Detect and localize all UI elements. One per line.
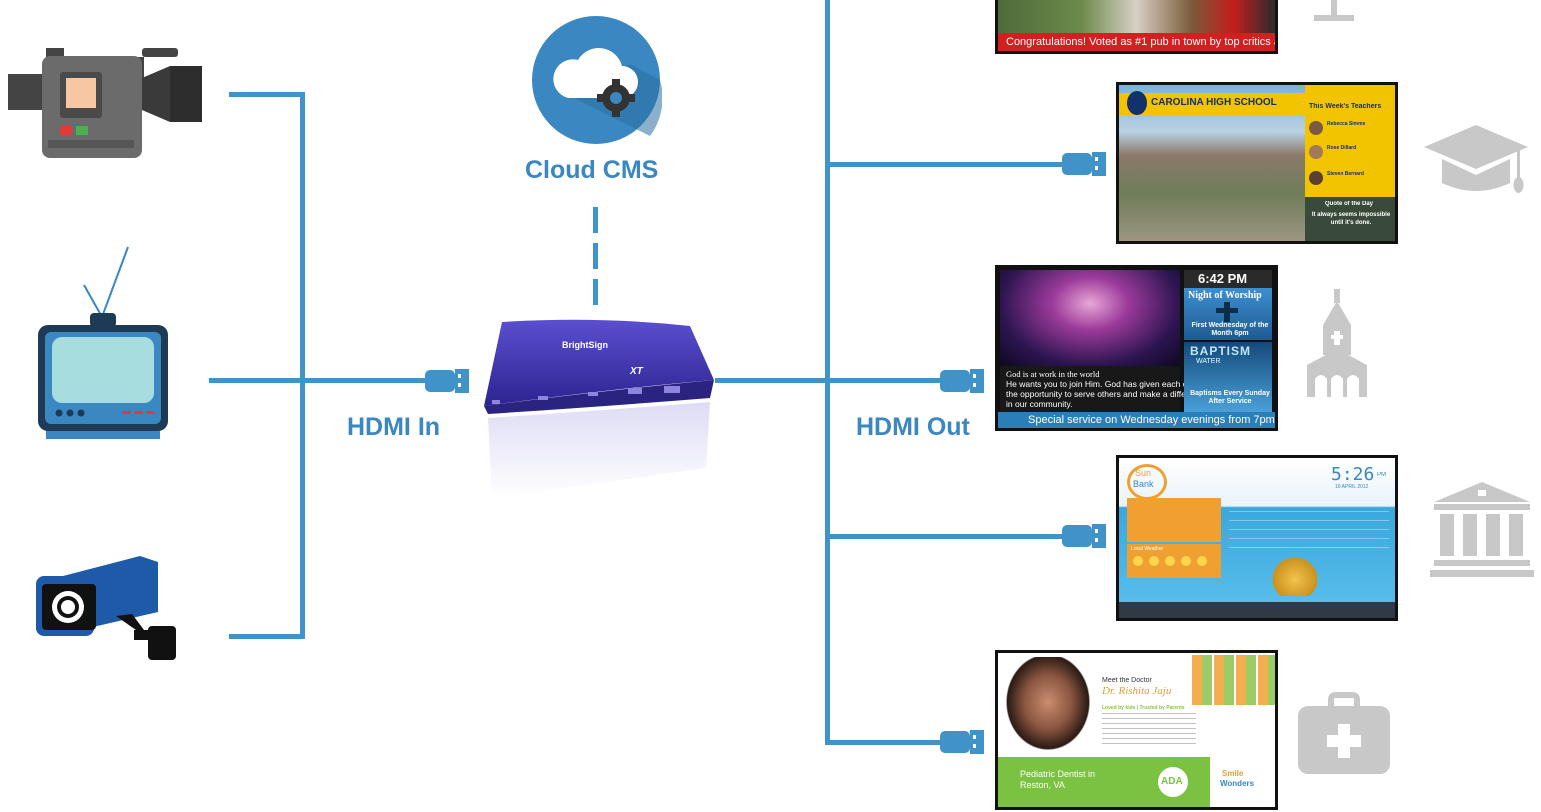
input-bus-vertical bbox=[300, 92, 305, 639]
bank-building-icon bbox=[1430, 482, 1534, 577]
pub-photo bbox=[998, 0, 1275, 33]
church-baptism-word: BAPTISM bbox=[1190, 344, 1251, 358]
teacher-avatar bbox=[1309, 145, 1323, 159]
church-clock: 6:42 PM bbox=[1198, 271, 1248, 286]
smile-logo-box bbox=[1210, 757, 1275, 807]
teacher-name: Steven Bernard bbox=[1327, 171, 1364, 177]
device-brand: BrightSign bbox=[562, 340, 608, 350]
church-photo bbox=[1000, 270, 1180, 366]
cloud-link-dash-1 bbox=[593, 207, 598, 233]
hdmi-in-label: HDMI In bbox=[347, 413, 441, 441]
doctor-photo bbox=[1000, 657, 1096, 757]
output-branch-bank bbox=[825, 534, 1068, 539]
bank-logo-bottom: Bank bbox=[1133, 479, 1154, 489]
doctor-name: Dr. Rishita Jaju bbox=[1102, 685, 1172, 697]
cloud-cms-label: Cloud CMS bbox=[525, 156, 659, 184]
doctor-caption: Reston, VA bbox=[1020, 780, 1065, 790]
bank-weather-label: Local Weather bbox=[1131, 546, 1164, 552]
church-cross-bar bbox=[1216, 308, 1238, 313]
church-event-date: First Wednesday of the Month 6pm bbox=[1191, 322, 1269, 337]
device-model: XT bbox=[630, 366, 643, 377]
smile-logo-top: Smile bbox=[1222, 769, 1244, 778]
cloud-link-dash-3 bbox=[593, 279, 598, 305]
brightsign-player: BrightSign XT bbox=[478, 318, 714, 508]
bank-clock: 5:26 bbox=[1331, 464, 1375, 485]
hdmi-connector-icon bbox=[1062, 524, 1106, 548]
bank-screen: Sun Bank 5:26 PM 16 APRIL 2012 Local Wea… bbox=[1116, 455, 1398, 621]
media-player-icon bbox=[484, 319, 714, 498]
graduation-cap-icon bbox=[1424, 125, 1528, 193]
weather-sun-icon bbox=[1197, 556, 1207, 566]
church-baptism-box bbox=[1184, 342, 1272, 412]
hdmi-connector-icon bbox=[940, 369, 984, 393]
doctor-hexagons bbox=[1192, 655, 1275, 705]
pub-ticker: Congratulations! Voted as #1 pub in town… bbox=[998, 33, 1275, 51]
smile-logo-bottom: Wonders bbox=[1220, 779, 1255, 788]
school-teachers-heading: This Week's Teachers bbox=[1309, 103, 1382, 110]
weather-sun-icon bbox=[1149, 556, 1159, 566]
bank-coins-icon bbox=[1269, 554, 1321, 596]
hdmi-connector-icon bbox=[940, 730, 984, 754]
school-header-bar bbox=[1119, 93, 1305, 115]
doctor-tagline: Loved by kids | Trusted by Parents bbox=[1102, 705, 1185, 711]
church-baptism-sub: WATER bbox=[1196, 358, 1221, 365]
security-camera-icon bbox=[36, 556, 176, 660]
video-camera-icon bbox=[8, 48, 202, 158]
school-title: CAROLINA HIGH SCHOOL bbox=[1151, 97, 1277, 108]
bank-logo-top: Sun bbox=[1135, 468, 1152, 478]
hdmi-out-label: HDMI Out bbox=[856, 413, 970, 441]
output-branch-school bbox=[825, 162, 1068, 167]
ada-badge-label: ADA bbox=[1161, 776, 1183, 787]
weather-sun-icon bbox=[1165, 556, 1175, 566]
bank-ticker bbox=[1119, 602, 1395, 618]
bank-clock-ampm: PM bbox=[1377, 472, 1386, 478]
bank-promo-box bbox=[1127, 498, 1221, 542]
output-branch-doctor bbox=[825, 740, 947, 745]
church-baptism-when: Baptisms Every Sunday After Service bbox=[1190, 390, 1270, 405]
church-verse-box bbox=[1000, 366, 1180, 412]
cloud-link-dash-2 bbox=[593, 243, 598, 269]
church-verse-line: in our community. bbox=[1006, 399, 1073, 409]
church-clock-box bbox=[1184, 270, 1272, 288]
school-mascot-icon bbox=[1127, 91, 1147, 115]
church-icon bbox=[1307, 289, 1367, 397]
podium-icon bbox=[1314, 0, 1354, 21]
church-verse-line: He wants you to join Him. God has given … bbox=[1006, 379, 1202, 389]
hdmi-connector-icon bbox=[425, 369, 469, 393]
bank-rates-table bbox=[1229, 502, 1389, 550]
doctor-screen: Meet the Doctor Dr. Rishita Jaju Loved b… bbox=[995, 650, 1278, 810]
church-event-title: Night of Worship bbox=[1188, 290, 1262, 301]
doctor-caption: Pediatric Dentist in bbox=[1020, 769, 1096, 779]
teacher-name: Rose Dillard bbox=[1327, 145, 1357, 151]
church-ticker: Special service on Wednesday evenings fr… bbox=[998, 412, 1275, 428]
church-verse-line: God is at work in the world bbox=[1006, 369, 1100, 379]
pub-screen: Congratulations! Voted as #1 pub in town… bbox=[995, 0, 1278, 54]
input-bus-middle bbox=[209, 378, 435, 383]
television-icon bbox=[38, 246, 168, 439]
doctor-meet: Meet the Doctor bbox=[1102, 677, 1152, 684]
ada-badge-icon bbox=[1156, 765, 1190, 799]
school-quote: It always seems impossible until it's do… bbox=[1311, 212, 1391, 226]
church-screen: God is at work in the world He wants you… bbox=[995, 265, 1278, 431]
school-quote-box bbox=[1305, 197, 1395, 241]
bank-date: 16 APRIL 2012 bbox=[1335, 484, 1369, 490]
first-aid-kit-icon bbox=[1298, 692, 1390, 774]
church-verse-line: the opportunity to serve others and make… bbox=[1006, 389, 1208, 399]
input-bus-bottom bbox=[229, 634, 305, 639]
weather-sun-icon bbox=[1181, 556, 1191, 566]
teacher-avatar bbox=[1309, 121, 1323, 135]
teacher-avatar bbox=[1309, 171, 1323, 185]
output-bus-vertical bbox=[825, 0, 830, 745]
school-screen: CAROLINA HIGH SCHOOL This Week's Teacher… bbox=[1116, 82, 1398, 244]
input-bus-top bbox=[229, 92, 305, 97]
teacher-name: Rebecca Simms bbox=[1327, 121, 1366, 127]
doctor-bio bbox=[1102, 713, 1196, 745]
cloud-cms-icon bbox=[532, 16, 662, 144]
hdmi-connector-icon bbox=[1062, 152, 1106, 176]
weather-sun-icon bbox=[1133, 556, 1143, 566]
school-quote-heading: Quote of the Day bbox=[1325, 201, 1374, 207]
